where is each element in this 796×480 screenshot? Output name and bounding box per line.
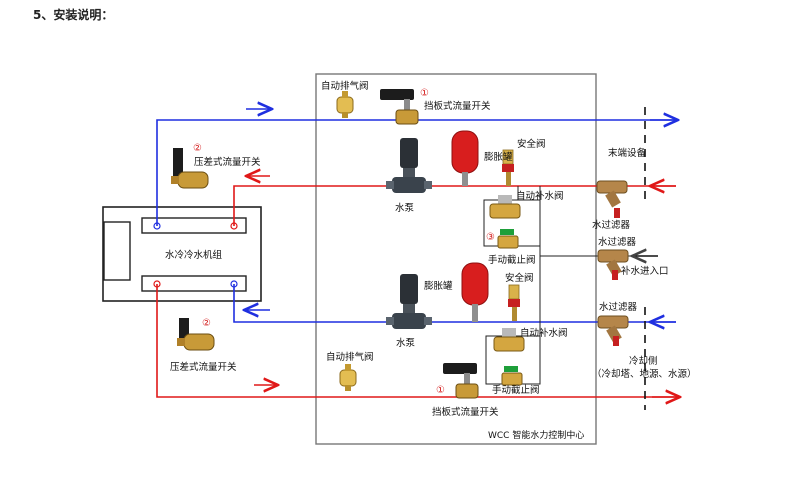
pump-icon [386, 274, 432, 329]
badge-three: ③ [486, 232, 495, 243]
filter-icon [596, 180, 628, 218]
label-filter: 水过滤器 [592, 219, 631, 231]
control-center-frame [315, 73, 597, 445]
manual-valve-icon [497, 229, 519, 249]
flow-switch-icon [171, 148, 209, 189]
badge-one: ① [420, 88, 429, 99]
label-tank: 膨胀罐 [424, 280, 453, 292]
label-air-vent: 自动排气阀 [321, 80, 369, 92]
label-pump: 水泵 [395, 202, 415, 214]
section-heading: 5、安装说明： [33, 8, 114, 22]
tank-icon [451, 130, 479, 186]
label-auto-fill: 自动补水阀 [520, 327, 568, 339]
label-tank: 膨胀罐 [484, 151, 513, 163]
label-air-vent: 自动排气阀 [326, 351, 374, 363]
air-vent-icon [339, 364, 357, 391]
label-terminal: 末端设备 [608, 147, 647, 159]
auto-fill-valve-icon [493, 328, 525, 352]
label-paddle-switch: 挡板式流量开关 [424, 100, 491, 112]
label-pump: 水泵 [396, 337, 416, 349]
cooling-supply-line [233, 284, 676, 323]
label-filter: 水过滤器 [598, 236, 637, 248]
auto-fill-valve-icon [489, 195, 521, 219]
paddle-switch-icon [380, 89, 419, 125]
safety-valve-icon [502, 149, 514, 186]
badge-two: ② [193, 143, 202, 154]
safety-valve-icon [508, 284, 520, 321]
label-control-center: WCC 智能水力控制中心 [488, 429, 584, 441]
label-diff-switch: 压差式流量开关 [194, 156, 261, 168]
paddle-switch-icon [443, 363, 479, 399]
label-paddle-switch: 挡板式流量开关 [432, 406, 499, 418]
flow-switch-icon [177, 318, 215, 351]
label-filter: 水过滤器 [599, 301, 638, 313]
label-makeup-inlet: 补水进入口 [621, 265, 669, 277]
badge-one: ① [436, 385, 445, 396]
label-safety-valve: 安全阀 [517, 138, 546, 150]
label-cooling-sources: （冷却塔、地源、水源） [592, 368, 697, 380]
label-manual-valve: 手动截止阀 [488, 254, 536, 266]
tank-icon [461, 262, 489, 322]
label-manual-valve: 手动截止阀 [492, 384, 540, 396]
filter-icon [597, 315, 629, 346]
manual-valve-icon [501, 366, 523, 386]
cooling-return-line [156, 284, 678, 398]
label-cooling-side: 冷却侧 [629, 355, 658, 367]
chilled-return-line [233, 185, 676, 226]
label-diff-switch: 压差式流量开关 [170, 361, 237, 373]
air-vent-icon [336, 91, 354, 118]
label-chiller: 水冷冷水机组 [165, 249, 223, 261]
badge-two: ② [202, 318, 211, 329]
pump-icon [386, 138, 432, 193]
makeup-pipe-bottom [485, 256, 541, 385]
filter-icon [597, 249, 629, 280]
label-auto-fill: 自动补水阀 [516, 190, 564, 202]
chilled-supply-line [156, 119, 677, 226]
label-safety-valve: 安全阀 [505, 272, 534, 284]
